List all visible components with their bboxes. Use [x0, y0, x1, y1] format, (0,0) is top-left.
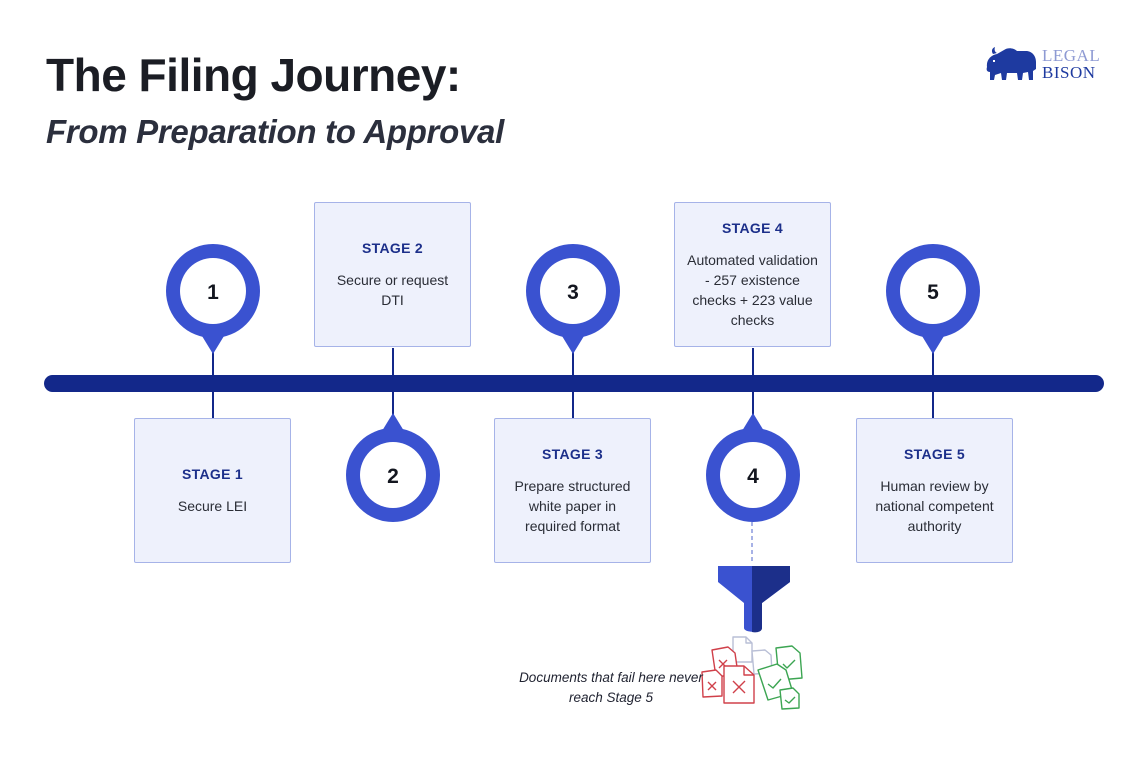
filter-note: Documents that fail here never reach Sta… — [519, 670, 703, 705]
stage-3-pin: 3 — [526, 244, 620, 354]
stage-1-label: STAGE 1 — [182, 465, 243, 482]
failed-document-icon — [701, 669, 723, 698]
stage-4-card: STAGE 4 Automated validation - 257 exist… — [674, 202, 831, 347]
stage-1-number: 1 — [207, 281, 219, 304]
timeline-bar — [44, 375, 1104, 392]
stage-5-number: 5 — [927, 281, 939, 304]
funnel-icon — [718, 566, 790, 633]
logo-text-bison: BISON — [1042, 63, 1096, 82]
stage-2-label: STAGE 2 — [362, 239, 423, 256]
failed-document-icon — [723, 665, 755, 704]
document-pile — [701, 636, 803, 710]
stage-5-card: STAGE 5 Human review by national compete… — [856, 418, 1013, 563]
page-title: The Filing Journey: — [46, 49, 461, 101]
stage-3-card: STAGE 3 Prepare structured white paper i… — [494, 418, 651, 563]
stage-4-number: 4 — [747, 465, 759, 488]
stage-4-pin: 4 — [706, 413, 800, 522]
stage-3-description: Prepare structured white paper in requir… — [514, 477, 631, 534]
stage-3-number: 3 — [567, 281, 579, 304]
stage-2-card: STAGE 2 Secure or request DTI — [314, 202, 471, 347]
stage-1-pin: 1 — [166, 244, 260, 354]
bison-icon — [986, 47, 1036, 80]
stage-5-pin: 5 — [886, 244, 980, 354]
stage-5-description: Human review by national competent autho… — [875, 477, 994, 534]
passed-document-icon — [779, 687, 800, 710]
stage-4-description: Automated validation - 257 existence che… — [687, 251, 818, 328]
stage-5-label: STAGE 5 — [904, 445, 965, 462]
stage-2-number: 2 — [387, 465, 399, 488]
stage-1-card: STAGE 1 Secure LEI — [134, 418, 291, 563]
stage-2-pin: 2 — [346, 413, 440, 522]
brand-logo: LEGAL BISON — [983, 45, 1108, 85]
stage-3-label: STAGE 3 — [542, 445, 603, 462]
page-subtitle: From Preparation to Approval — [46, 113, 504, 150]
stage-1-description: Secure LEI — [177, 497, 248, 514]
stage-4-label: STAGE 4 — [722, 219, 783, 236]
logo-text-legal: LEGAL — [1042, 46, 1101, 65]
stage-2-description: Secure or request DTI — [336, 271, 449, 308]
